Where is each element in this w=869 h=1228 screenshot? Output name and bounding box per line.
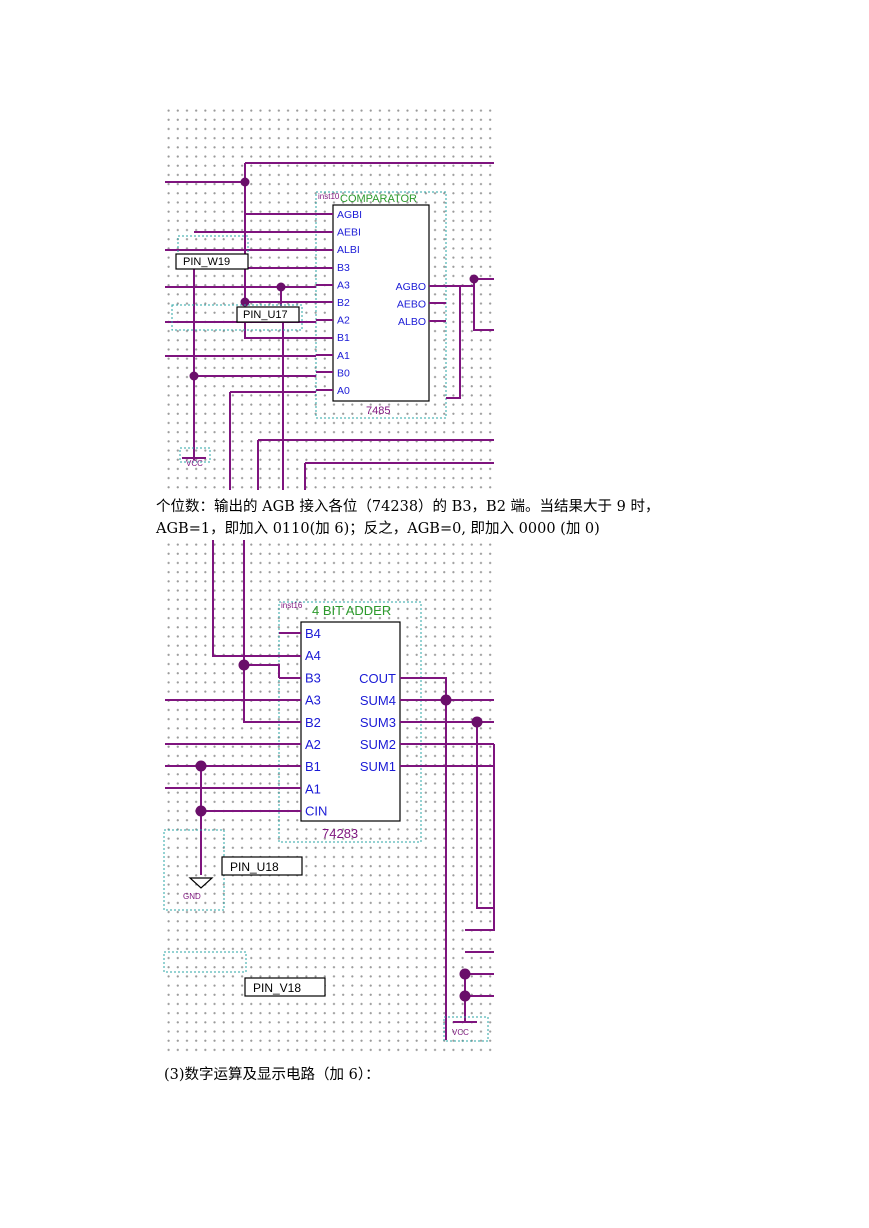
pin-u18: PIN_U18	[221, 856, 303, 876]
adder-gnd-label: GND	[183, 892, 201, 901]
adder-pin-b3: B3	[305, 670, 321, 685]
comparator-instance-outline	[315, 191, 447, 419]
comparator-pin-agbo: AGBO	[396, 281, 426, 293]
pin-u18-label: PIN_U18	[230, 860, 279, 874]
comparator-pin-b3: B3	[337, 262, 350, 274]
comparator-pin-a3: A3	[337, 279, 350, 291]
comparator-pin-b2: B2	[337, 297, 350, 309]
adder-wires: GND VCC	[163, 540, 495, 1042]
comparator-vcc-label: VCC	[186, 459, 203, 468]
adder-pin-a3: A3	[305, 693, 321, 708]
pin-u17-label: PIN_U17	[243, 309, 288, 321]
adder-pin-b1: B1	[305, 759, 321, 774]
adder-pin-cout: COUT	[359, 671, 396, 686]
adder-vcc-label: VCC	[452, 1028, 469, 1037]
comparator-wires: VCC	[165, 162, 494, 490]
adder-title: 4 BIT ADDER	[312, 603, 391, 618]
comparator-pin-a1: A1	[337, 350, 350, 362]
pin-w19: PIN_W19	[175, 253, 249, 270]
comparator-pin-albo: ALBO	[398, 316, 426, 328]
adder-pin-sum4: SUM4	[360, 693, 396, 708]
adder-pin-sum3: SUM3	[360, 715, 396, 730]
comparator-pin-aebi: AEBI	[337, 227, 361, 239]
schematic-panel-comparator	[164, 106, 494, 490]
adder-pin-a2: A2	[305, 737, 321, 752]
adder-body	[300, 621, 401, 822]
pin-v18: PIN_V18	[244, 977, 326, 997]
adder-pin-a4: A4	[305, 648, 321, 663]
comparator-pin-b1: B1	[337, 332, 350, 344]
pin-u17: PIN_U17	[236, 306, 300, 323]
adder-pin-sum1: SUM1	[360, 759, 396, 774]
comparator-inst-label: inst10	[318, 192, 340, 201]
comparator-pin-a0: A0	[337, 385, 350, 397]
comparator-block: inst10 COMPARATOR 7485 AGBI AEBI ALBI B3A3B…	[315, 191, 447, 419]
comparator-pin-b0: B0	[337, 367, 350, 379]
comparator-body	[332, 204, 430, 402]
comparator-part-number: 7485	[366, 405, 390, 417]
adder-pin-b2: B2	[305, 715, 321, 730]
section-heading: (3)数字运算及显示电路（加 6）：	[164, 1067, 380, 1083]
pin-w19-label: PIN_W19	[183, 256, 230, 268]
adder-block: inst16 4 BIT ADDER 74283 B4A4B3A3B2A2B1A…	[278, 601, 422, 843]
caption-line-1: 个位数：输出的 AGB 接入各位（74238）的 B3，B2 端。当结果大于 9…	[156, 499, 660, 515]
comparator-pin-aebo: AEBO	[397, 299, 426, 311]
comparator-pin-a2: A2	[337, 315, 350, 327]
caption-line-2: AGB=1，即加入 0110(加 6)；反之，AGB=0, 即加入 0000 (…	[156, 521, 600, 537]
pin-v18-label: PIN_V18	[253, 981, 301, 995]
adder-inst-label: inst16	[281, 601, 303, 610]
adder-pin-b4: B4	[305, 626, 321, 641]
adder-part-number: 74283	[322, 826, 358, 841]
comparator-pin-albi: ALBI	[337, 244, 360, 256]
adder-pin-cin: CIN	[305, 804, 327, 819]
comparator-pin-agbi: AGBI	[337, 209, 362, 221]
adder-pin-a1: A1	[305, 781, 321, 796]
comparator-title: COMPARATOR	[340, 193, 417, 205]
adder-pin-sum2: SUM2	[360, 737, 396, 752]
